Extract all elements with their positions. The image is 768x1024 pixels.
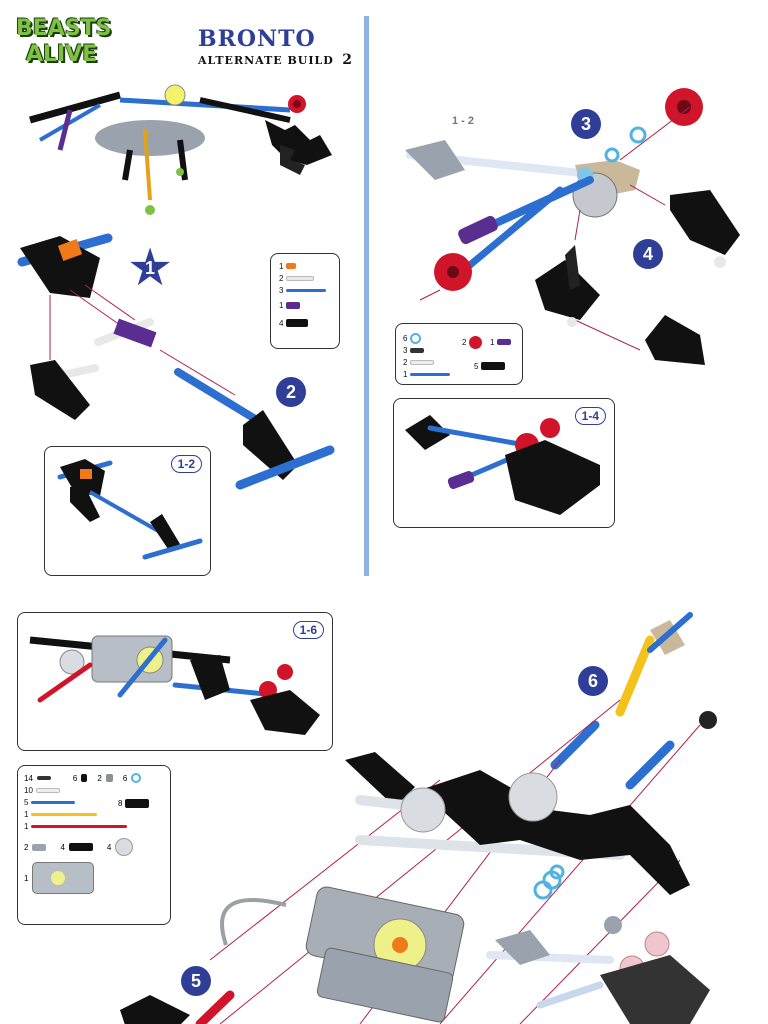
logo-line-2: ALIVE bbox=[26, 42, 98, 67]
star-icon: ★ bbox=[126, 239, 174, 297]
page-subtitle-wrap: ALTERNATE BUILD 2 bbox=[198, 51, 353, 69]
step-6-badge: 6 bbox=[578, 666, 608, 696]
parts-b-right-column-3: 5 bbox=[474, 360, 506, 372]
part-row: 3 bbox=[403, 344, 450, 356]
part-row: 1 bbox=[24, 808, 127, 820]
part-row: 1 bbox=[279, 296, 339, 314]
part-row: 1 bbox=[403, 368, 451, 380]
step-1-4-preview bbox=[405, 415, 600, 515]
step-1-2-exploded bbox=[17, 233, 335, 490]
parts-c-motor: 1 bbox=[24, 862, 95, 894]
preview-tag-1-4: 1-4 bbox=[574, 407, 606, 425]
build-number: 2 bbox=[342, 52, 353, 68]
step-1-number: 1 bbox=[144, 257, 155, 278]
step-range-label: 1 - 2 bbox=[452, 115, 474, 127]
bronto-hero-model bbox=[29, 84, 332, 215]
part-row: 10 bbox=[24, 784, 127, 796]
parts-c-row-1: 14 6 2 6 bbox=[24, 773, 142, 783]
part-row: 5 bbox=[474, 360, 506, 372]
step-2-badge: 2 bbox=[276, 377, 306, 407]
part-row: 3 bbox=[279, 284, 339, 296]
preview-panel-1-6: 1-6 bbox=[17, 612, 333, 751]
parts-c-r8: 8 bbox=[118, 799, 150, 808]
step-range-text: 1 - 2 bbox=[452, 115, 475, 127]
preview-panel-1-4: 1-4 bbox=[393, 398, 615, 528]
motor-icon bbox=[32, 862, 95, 894]
part-row: 1 bbox=[490, 336, 512, 348]
parts-panel-steps-1-2: 1 2 3 1 4 bbox=[270, 253, 340, 349]
part-row: 2 bbox=[462, 334, 483, 350]
preview-tag-1-2: 1-2 bbox=[170, 455, 202, 473]
parts-c-row-2: 2 4 4 bbox=[24, 838, 134, 856]
parts-b-right-column-2: 1 bbox=[490, 336, 512, 348]
part-row: 5 bbox=[24, 796, 127, 808]
step-1-6-preview bbox=[29, 635, 320, 735]
parts-b-right-column: 2 bbox=[462, 334, 483, 350]
part-row: 6 bbox=[403, 332, 450, 344]
parts-c-rods: 10 5 1 1 bbox=[24, 784, 128, 832]
part-row: 4 bbox=[279, 314, 339, 332]
step-1-badge: ★ 1 bbox=[124, 242, 176, 294]
step-3-4-exploded bbox=[405, 88, 740, 365]
parts-panel-steps-3-4: 6 3 2 1 2 1 5 bbox=[395, 323, 523, 385]
step-5-6-exploded bbox=[120, 612, 717, 1024]
parts-b-left-column: 6 3 2 1 bbox=[403, 332, 451, 380]
preview-tag-1-6: 1-6 bbox=[292, 621, 324, 639]
part-row: 1 bbox=[279, 260, 339, 272]
part-row: 2 bbox=[279, 272, 339, 284]
preview-1-2-model bbox=[57, 459, 203, 560]
part-row: 2 bbox=[403, 356, 450, 368]
page-subtitle: ALTERNATE BUILD bbox=[198, 54, 334, 67]
page-title: BRONTO bbox=[198, 26, 316, 52]
preview-panel-1-2: 1-2 bbox=[44, 446, 211, 576]
step-4-badge: 4 bbox=[633, 239, 663, 269]
logo-line-1: BEASTS bbox=[16, 16, 112, 41]
step-5-badge: 5 bbox=[181, 966, 211, 996]
column-divider bbox=[364, 16, 369, 576]
beasts-alive-logo: BEASTS ALIVE bbox=[16, 18, 112, 66]
part-row: 1 bbox=[24, 820, 128, 832]
step-3-badge: 3 bbox=[571, 109, 601, 139]
parts-panel-steps-5-6: 14 6 2 6 10 5 1 1 8 2 4 4 1 bbox=[17, 765, 171, 925]
